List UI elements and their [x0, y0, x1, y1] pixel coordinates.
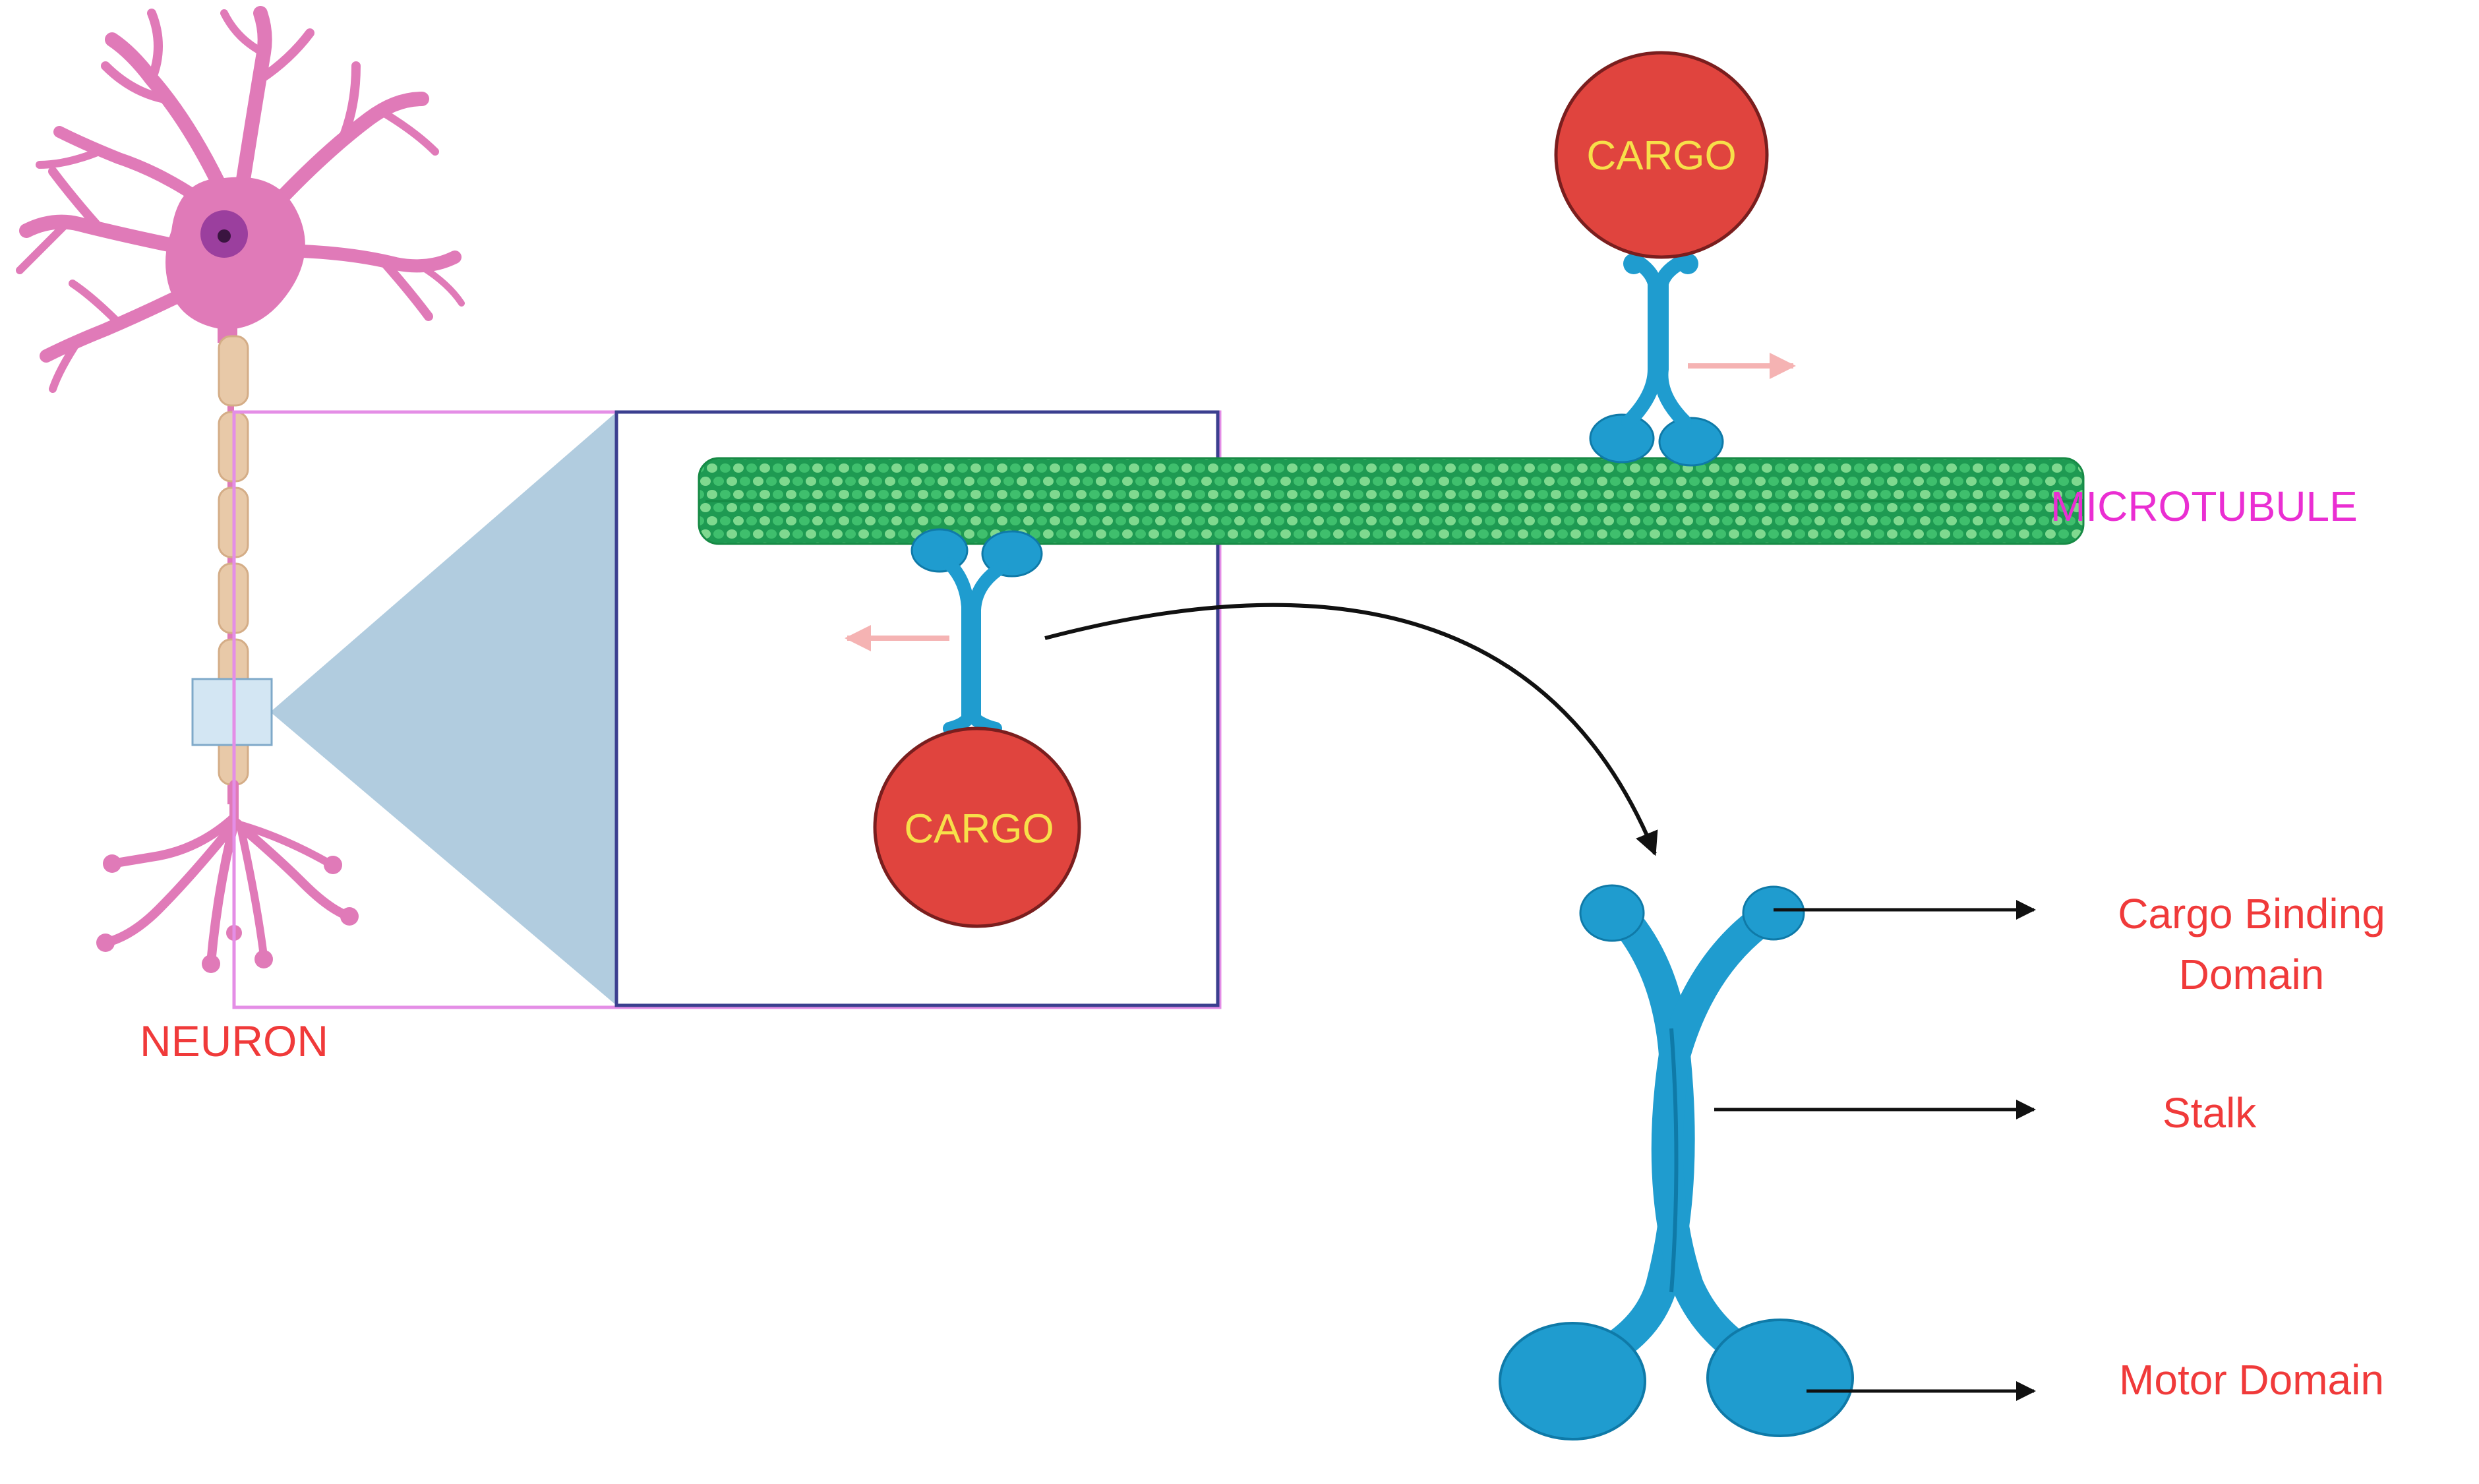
kinesin-stalk	[943, 557, 1009, 735]
motor-head-right	[1658, 417, 1724, 467]
stalk-shading	[1669, 1028, 1679, 1293]
cargo-top: CARGO	[1554, 51, 1769, 259]
cargo-bottom: CARGO	[873, 727, 1081, 928]
neuron-nucleolus	[218, 229, 231, 243]
cargo-bottom-label: CARGO	[904, 806, 1054, 852]
kinesin-stalk	[1621, 253, 1692, 429]
axon-terminal-bulbs	[96, 854, 359, 973]
zoom-cone	[270, 412, 616, 1005]
cargo-binding-head-left	[1579, 884, 1645, 942]
kinesin-top	[1589, 253, 1724, 467]
callout-arrow	[1044, 603, 1658, 856]
cargo-binding-label-line1: Cargo Binding	[2118, 890, 2385, 937]
cargo-top-circle	[1554, 51, 1769, 259]
kinesin-detail	[1499, 884, 1854, 1440]
motor-domain-left	[1499, 1322, 1646, 1440]
microtubule	[698, 457, 2085, 545]
neuron	[16, 6, 465, 973]
cargo-bottom-circle	[873, 727, 1081, 928]
zoom-frame	[614, 410, 1220, 1007]
neuron-label: NEURON	[140, 1017, 328, 1065]
motor-head-left	[1589, 413, 1655, 463]
motor-domain-label: Motor Domain	[2119, 1356, 2384, 1404]
kinesin-detail-stalk-2	[1651, 901, 1783, 1374]
kinesin-bottom	[911, 528, 1043, 735]
cargo-binding-label-line2: Domain	[2179, 951, 2325, 998]
cargo-top-label: CARGO	[1586, 133, 1736, 179]
stalk-label: Stalk	[2163, 1089, 2257, 1137]
microtubule-label: MICROTUBULE	[2050, 483, 2358, 530]
dendrites	[16, 6, 465, 393]
motor-domain-right	[1706, 1319, 1854, 1437]
zoom-source-box	[191, 678, 273, 746]
cargo-binding-head-right	[1742, 885, 1805, 941]
